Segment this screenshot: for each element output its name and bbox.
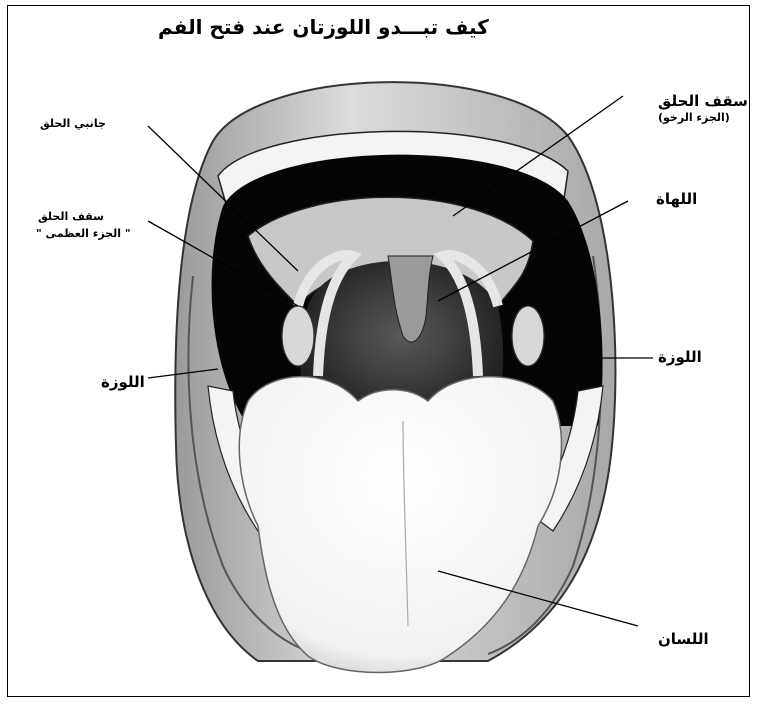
label-throat-sides: جانبي الحلق <box>40 118 106 130</box>
label-tongue: اللسان <box>658 631 709 648</box>
label-soft-palate: سقف الحلق <box>658 93 748 110</box>
diagram-frame: كيف تبـــدو اللوزتان عند فتح الفم سقف ال… <box>7 5 750 697</box>
label-tonsil-left: اللوزة <box>101 374 145 391</box>
page-title: كيف تبـــدو اللوزتان عند فتح الفم <box>158 16 489 38</box>
label-hard-palate-sub: " الجزء العظمى " <box>36 228 131 240</box>
tonsil-right-shape <box>512 306 544 366</box>
mouth-illustration <box>8 6 750 697</box>
label-hard-palate: سقف الحلق <box>38 211 104 223</box>
label-soft-palate-sub: (الجزء الرخو) <box>658 112 730 124</box>
label-uvula: اللهاة <box>656 191 697 208</box>
label-tonsil-right: اللوزة <box>658 349 702 366</box>
tonsil-left-shape <box>282 306 314 366</box>
